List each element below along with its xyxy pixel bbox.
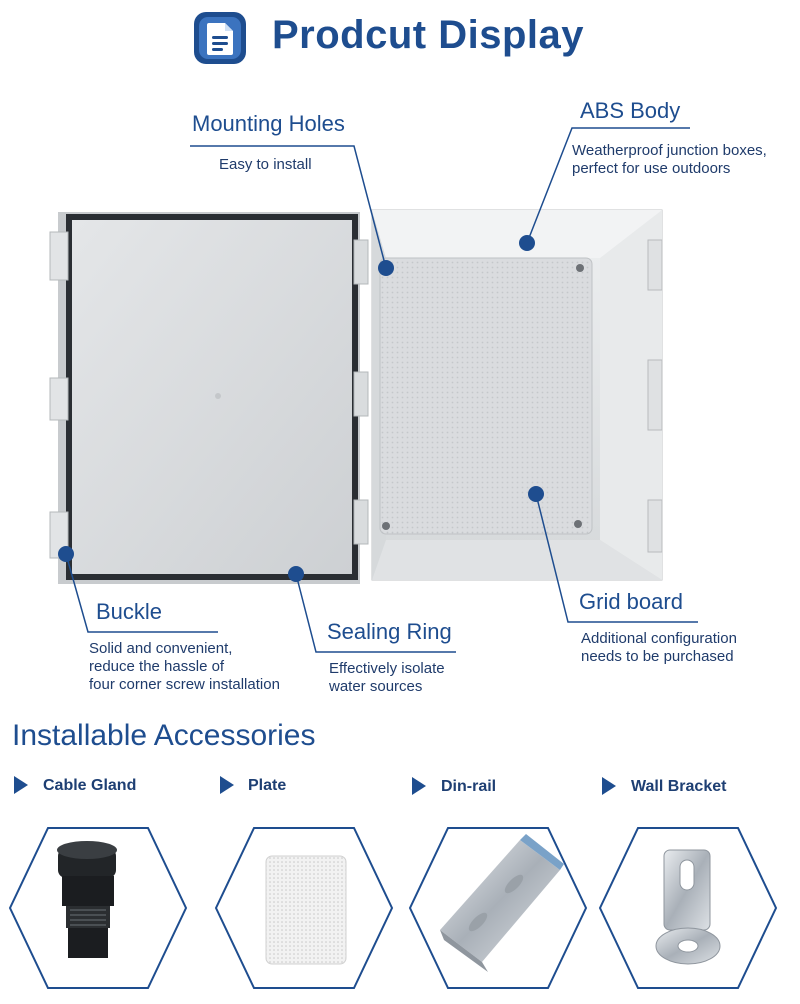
- wall-bracket-icon: [598, 827, 778, 989]
- callout-mounting-holes-title: Mounting Holes: [192, 111, 345, 136]
- document-icon: [192, 10, 248, 66]
- callout-abs-body-title: ABS Body: [580, 98, 681, 123]
- triangle-arrow-icon: [412, 777, 426, 795]
- callout-dot: [58, 546, 74, 562]
- callout-grid-board-desc: Additional configuration needs to be pur…: [581, 630, 737, 665]
- accessory-label-cable-gland: Cable Gland: [43, 777, 137, 794]
- accessory-label-plate: Plate: [248, 777, 287, 794]
- accessory-label-wall-bracket: Wall Bracket: [631, 778, 727, 795]
- product-illustration: [49, 127, 698, 653]
- callout-dot: [288, 566, 304, 582]
- page-title: Prodcut Display: [272, 13, 585, 57]
- callout-grid-board-title: Grid board: [579, 589, 683, 614]
- callout-sealing-ring-title: Sealing Ring: [327, 619, 452, 644]
- accessory-label-din-rail: Din-rail: [441, 778, 497, 795]
- grid-plate-icon: [214, 827, 394, 989]
- callout-dot: [519, 235, 535, 251]
- callout-buckle-desc: Solid and convenient, reduce the hassle …: [89, 640, 280, 693]
- din-rail-icon: [408, 827, 588, 989]
- enclosure-lid: [49, 212, 369, 584]
- accessories-title: Installable Accessories: [12, 719, 316, 752]
- triangle-arrow-icon: [220, 776, 234, 794]
- callout-mounting-holes-desc: Easy to install: [219, 156, 312, 173]
- triangle-arrow-icon: [602, 777, 616, 795]
- callout-dot: [528, 486, 544, 502]
- triangle-arrow-icon: [14, 776, 28, 794]
- accessory-tiles: [8, 827, 778, 989]
- callout-abs-body-desc: Weatherproof junction boxes, perfect for…: [572, 142, 767, 177]
- callout-buckle-title: Buckle: [96, 599, 163, 624]
- cable-gland-icon: [8, 827, 188, 989]
- callout-dot: [378, 260, 394, 276]
- enclosure-body: [371, 209, 663, 581]
- callout-sealing-ring-desc: Effectively isolate water sources: [329, 660, 445, 695]
